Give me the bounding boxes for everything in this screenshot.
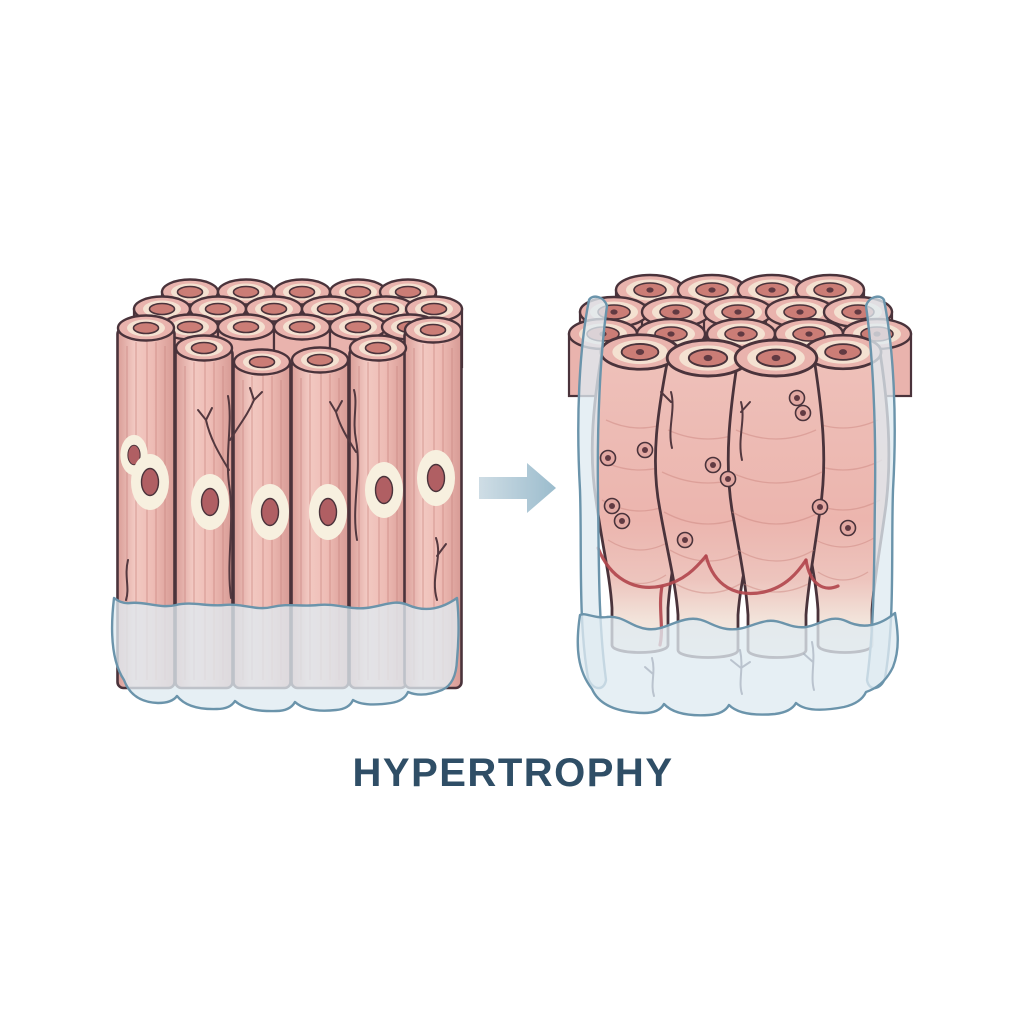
nucleus xyxy=(416,449,456,507)
fiber-striations xyxy=(599,419,681,585)
nerve-branch xyxy=(125,559,129,601)
fiber-striations xyxy=(358,361,398,680)
nucleus xyxy=(704,456,722,474)
muscle-fiber xyxy=(726,356,826,659)
nucleus xyxy=(190,473,230,531)
fiber-cross-section xyxy=(216,313,276,341)
diagram-title: HYPERTROPHY xyxy=(353,751,674,795)
nerve-branch xyxy=(433,537,447,601)
nucleus xyxy=(603,497,621,515)
sheath-vein xyxy=(730,649,751,695)
fiber-cross-section xyxy=(348,334,408,362)
nucleus xyxy=(130,453,170,511)
nerve-branches xyxy=(660,391,751,461)
nucleus xyxy=(364,461,404,519)
nucleus xyxy=(719,470,737,488)
nucleus xyxy=(788,389,806,407)
nerve-branches xyxy=(125,387,447,601)
capillary-vessel xyxy=(704,554,808,596)
nucleus xyxy=(811,498,829,516)
front-muscle-fibers xyxy=(590,333,891,659)
fiber-cross-section xyxy=(290,346,350,374)
nerve-branch xyxy=(226,395,233,599)
fiber-cross-section xyxy=(403,316,463,344)
fiber-cross-section xyxy=(174,334,234,362)
nucleus xyxy=(676,531,694,549)
nucleus xyxy=(308,483,348,541)
sheath-vein xyxy=(644,657,655,697)
nerve-branch xyxy=(739,401,751,461)
nerve-branch xyxy=(197,407,230,471)
nucleus xyxy=(794,404,812,422)
fiber-striations xyxy=(661,429,755,594)
sheath-vein xyxy=(803,641,815,691)
nucleus xyxy=(250,483,290,541)
nerve-branch xyxy=(353,389,359,541)
fiber-cross-section xyxy=(232,348,292,376)
capillary-vessel xyxy=(804,558,840,590)
nerve-branch xyxy=(229,387,263,441)
fiber-striations xyxy=(729,429,823,593)
fiber-cross-section xyxy=(116,314,176,342)
fiber-cross-section xyxy=(272,313,332,341)
nerve-branch xyxy=(329,400,357,453)
fiber-striations xyxy=(413,343,453,680)
fiber-cross-section xyxy=(733,338,819,378)
nucleus xyxy=(599,449,617,467)
sheath-veins xyxy=(644,641,815,697)
connective-tissue-sheath xyxy=(110,596,460,713)
hypertrophied-muscle-bundle xyxy=(567,273,913,717)
fiber-striations xyxy=(803,419,883,581)
normal-muscle-bundle xyxy=(110,278,464,713)
fiber-striations xyxy=(126,341,166,680)
nerve-branch xyxy=(660,391,674,449)
right-arrow-icon xyxy=(479,463,556,513)
nucleus xyxy=(613,512,631,530)
nucleus xyxy=(839,519,857,537)
fiber-cross-section xyxy=(599,333,681,371)
nucleus xyxy=(636,441,654,459)
